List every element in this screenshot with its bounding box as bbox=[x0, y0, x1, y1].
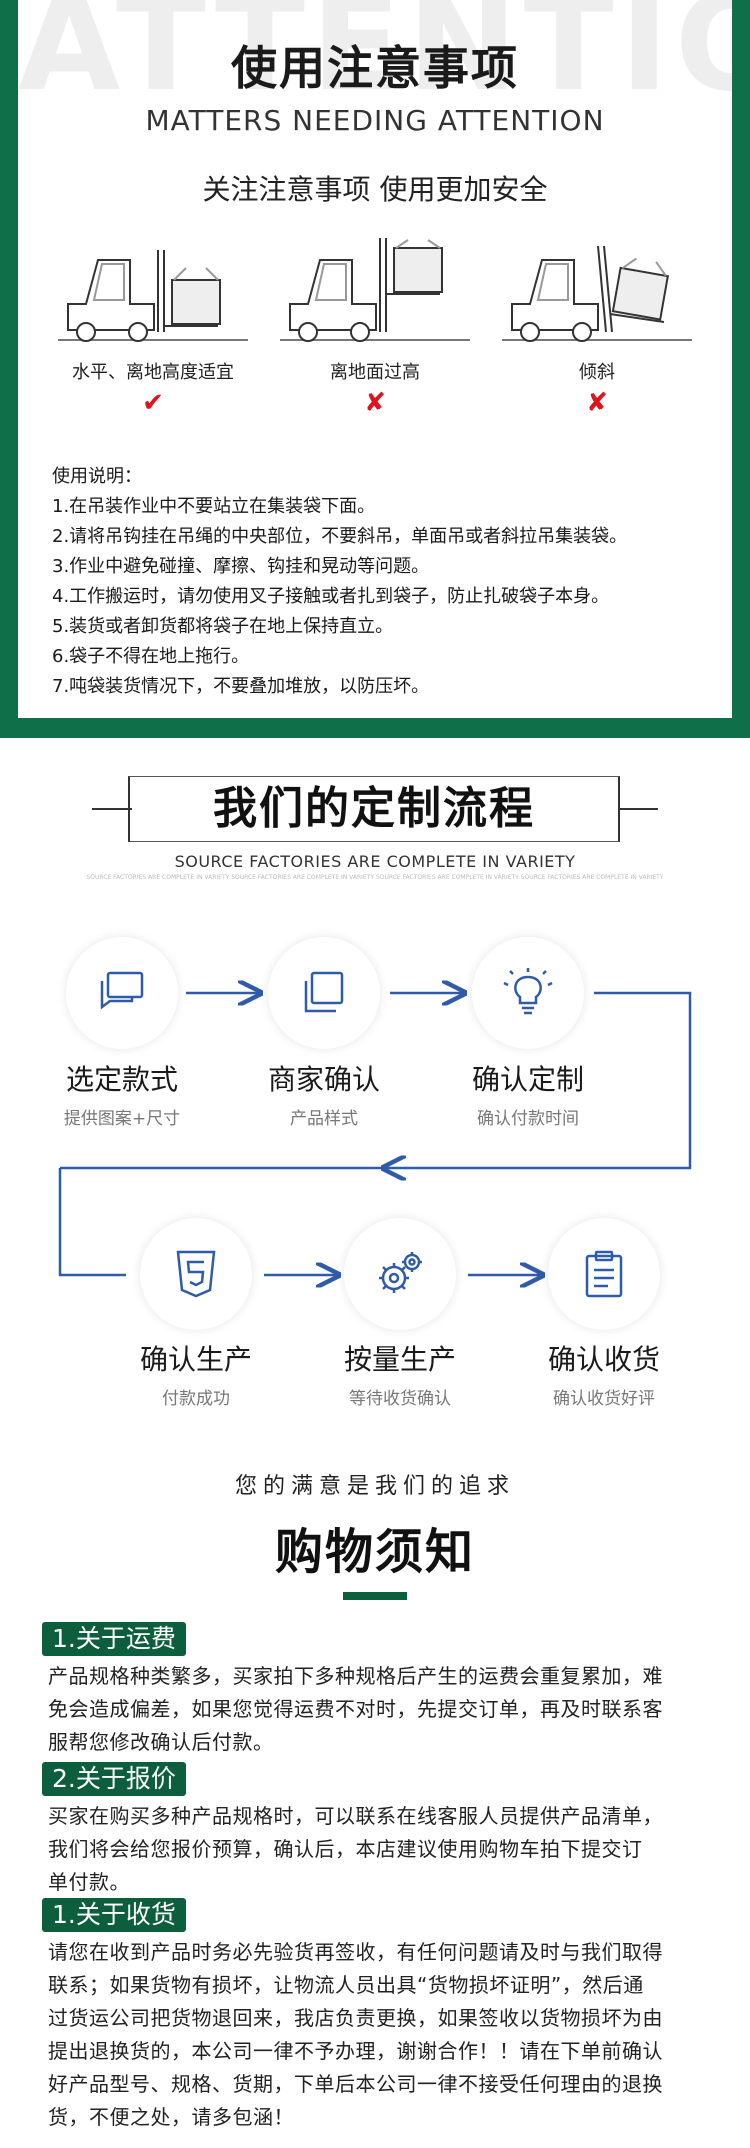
check-icon: ✔ bbox=[142, 388, 164, 418]
instruction-item: 6.袋子不得在地上拖行。 bbox=[52, 646, 250, 667]
step-5: 按量生产 等待收货确认 bbox=[300, 1338, 500, 1409]
attention-title: 使用注意事项 bbox=[231, 41, 519, 95]
title-rule-right bbox=[618, 808, 658, 810]
step-1-circle bbox=[66, 937, 178, 1049]
instruction-item: 1.在吊装作业中不要站立在集装袋下面。 bbox=[52, 496, 376, 517]
step-3-circle bbox=[472, 937, 584, 1049]
step-2-title: 商家确认 bbox=[267, 1063, 380, 1096]
chat-bubbles-icon bbox=[100, 971, 144, 1010]
paragraph-line: 产品规格种类繁多，买家拍下多种规格后产生的运费会重复累加，难 bbox=[48, 1664, 663, 1688]
watermark-text: ATTENTION bbox=[18, 0, 732, 121]
step-1-subtitle: 提供图案+尺寸 bbox=[63, 1109, 181, 1129]
step-1: 选定款式 提供图案+尺寸 bbox=[22, 1058, 222, 1129]
process-flow-arrows bbox=[58, 900, 692, 1320]
step-4-subtitle: 付款成功 bbox=[162, 1389, 230, 1409]
quotation-paragraph: 买家在购买多种产品规格时，可以联系在线客服人员提供产品清单， 我们将会给您报价预… bbox=[48, 1800, 708, 1899]
step-6-subtitle: 确认收货好评 bbox=[553, 1389, 655, 1409]
paragraph-line: 提出退换货的，本公司一律不予办理，谢谢合作！！请在下单前确认 bbox=[48, 2039, 663, 2063]
attention-section: ATTENTION 使用注意事项 MATTERS NEEDING ATTENTI… bbox=[0, 0, 750, 738]
step-4-title: 确认生产 bbox=[139, 1343, 252, 1376]
satisfaction-slogan: 您的满意是我们的追求 bbox=[234, 1474, 515, 1499]
paragraph-line: 好产品型号、规格、货期，下单后本公司一律不接受任何理由的退换 bbox=[48, 2072, 663, 2096]
step-1-title: 选定款式 bbox=[65, 1063, 178, 1096]
instructions-heading: 使用说明： bbox=[52, 466, 142, 487]
attention-tagline: 关注注意事项 使用更加安全 bbox=[202, 173, 548, 206]
paragraph-line: 单付款。 bbox=[48, 1870, 130, 1894]
process-title: 我们的定制流程 bbox=[128, 776, 620, 842]
attention-panel: ATTENTION 使用注意事项 MATTERS NEEDING ATTENTI… bbox=[18, 0, 732, 718]
shopping-notice-title: 购物须知 bbox=[274, 1524, 475, 1580]
paragraph-line: 我们将会给您报价预算，确认后，本店建议使用购物车拍下提交订 bbox=[48, 1837, 643, 1861]
forklift-tilted-label: 倾斜 bbox=[579, 362, 615, 383]
cross-icon: ✘ bbox=[364, 388, 386, 418]
step-5-circle bbox=[344, 1218, 456, 1330]
paragraph-line: 服帮您修改确认后付款。 bbox=[48, 1730, 274, 1754]
paragraph-line: 免会造成偏差，如果您觉得运费不对时，先提交订单，再及时联系客 bbox=[48, 1697, 663, 1721]
receiving-badge: 1.关于收货 bbox=[42, 1898, 186, 1932]
arrow-return-down bbox=[386, 991, 692, 1168]
html5-shield-icon bbox=[176, 1250, 216, 1298]
paragraph-line: 联系；如果货物有损坏，让物流人员出具“货物损坏证明”，然后通 bbox=[48, 1973, 644, 1997]
step-3-subtitle: 确认付款时间 bbox=[477, 1109, 579, 1129]
process-fine-print: SOURCE FACTORIES ARE COMPLETE IN VARIETY… bbox=[86, 874, 664, 881]
instruction-item: 7.吨袋装货情况下，不要叠加堆放，以防压坏。 bbox=[52, 676, 430, 697]
paragraph-line: 请您在收到产品时务必先验货再签收，有任何问题请及时与我们取得 bbox=[48, 1940, 663, 1964]
forklift-diagram-tilted: 倾斜 ✘ bbox=[502, 238, 692, 418]
shipping-badge: 1.关于运费 bbox=[42, 1622, 186, 1656]
cross-icon: ✘ bbox=[586, 388, 608, 418]
forklift-level-illustration bbox=[58, 250, 248, 342]
forklift-high-label: 离地面过高 bbox=[330, 362, 420, 383]
step-3: 确认定制 确认付款时间 bbox=[428, 1058, 628, 1129]
paragraph-line: 过货运公司把货物退回来，我店负责更换，如果签收以货物损坏为由 bbox=[48, 2006, 663, 2030]
receiving-paragraph: 请您在收到产品时务必先验货再签收，有任何问题请及时与我们取得 联系；如果货物有损… bbox=[48, 1936, 708, 2134]
title-underline-bar bbox=[343, 1592, 407, 1600]
step-2-circle bbox=[268, 937, 380, 1049]
attention-subtitle: MATTERS NEEDING ATTENTION bbox=[145, 104, 605, 137]
step-2: 商家确认 产品样式 bbox=[224, 1058, 424, 1129]
lightbulb-icon bbox=[503, 968, 553, 1015]
paragraph-line: 买家在购买多种产品规格时，可以联系在线客服人员提供产品清单， bbox=[48, 1804, 663, 1828]
clipboard-icon bbox=[585, 1250, 623, 1298]
copy-icon bbox=[304, 971, 344, 1013]
process-subtitle: SOURCE FACTORIES ARE COMPLETE IN VARIETY bbox=[174, 852, 576, 871]
instruction-item: 2.请将吊钩挂在吊绳的中央部位，不要斜吊，单面吊或者斜拉吊集装袋。 bbox=[52, 526, 628, 547]
shipping-paragraph: 产品规格种类繁多，买家拍下多种规格后产生的运费会重复累加，难 免会造成偏差，如果… bbox=[48, 1660, 708, 1759]
step-4-circle bbox=[140, 1218, 252, 1330]
instruction-item: 3.作业中避免碰撞、摩擦、钩挂和晃动等问题。 bbox=[52, 556, 430, 577]
forklift-diagram-level: 水平、离地高度适宜 ✔ bbox=[58, 238, 248, 418]
instruction-item: 5.装货或者卸货都将袋子在地上保持直立。 bbox=[52, 616, 394, 637]
arrow-down-left bbox=[58, 1168, 126, 1277]
forklift-high-illustration bbox=[280, 238, 470, 342]
step-3-title: 确认定制 bbox=[471, 1063, 584, 1096]
step-5-title: 按量生产 bbox=[343, 1343, 456, 1376]
step-2-subtitle: 产品样式 bbox=[290, 1109, 358, 1129]
forklift-tilted-illustration bbox=[502, 245, 692, 342]
gears-icon bbox=[379, 1252, 422, 1293]
instruction-item: 4.工作搬运时，请勿使用叉子接触或者扎到袋子，防止扎破袋子本身。 bbox=[52, 586, 610, 607]
step-4: 确认生产 付款成功 bbox=[96, 1338, 296, 1409]
step-6-title: 确认收货 bbox=[547, 1343, 660, 1376]
title-rule-left bbox=[92, 808, 132, 810]
forklift-diagram-too-high: 离地面过高 ✘ bbox=[280, 238, 470, 418]
step-6-circle bbox=[548, 1218, 660, 1330]
paragraph-line: 货，不便之处，请多包涵！ bbox=[48, 2105, 294, 2129]
step-6: 确认收货 确认收货好评 bbox=[504, 1338, 704, 1409]
quotation-badge: 2.关于报价 bbox=[42, 1762, 186, 1796]
forklift-level-label: 水平、离地高度适宜 bbox=[72, 362, 234, 383]
usage-instructions: 使用说明： 1.在吊装作业中不要站立在集装袋下面。 2.请将吊钩挂在吊绳的中央部… bbox=[52, 462, 712, 702]
step-5-subtitle: 等待收货确认 bbox=[349, 1389, 451, 1409]
